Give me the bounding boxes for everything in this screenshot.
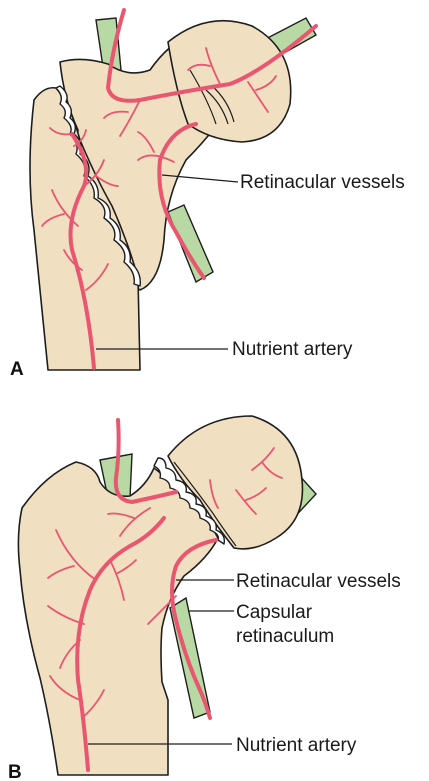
label-capsular-line2-b: retinaculum <box>236 626 334 647</box>
panel-a: Retinacular vessels Nutrient artery A <box>10 10 405 380</box>
capsule-lower-a <box>168 205 213 282</box>
label-nutrient-b: Nutrient artery <box>236 735 357 756</box>
panel-letter-b: B <box>8 762 22 781</box>
label-retinacular-b: Retinacular vessels <box>236 571 401 592</box>
panel-b: Retinacular vessels Capsular retinaculum… <box>8 416 401 781</box>
label-retinacular-a: Retinacular vessels <box>240 172 405 193</box>
label-capsular-line1-b: Capsular <box>236 602 313 623</box>
panel-letter-a: A <box>10 359 24 380</box>
label-nutrient-a: Nutrient artery <box>232 339 353 360</box>
